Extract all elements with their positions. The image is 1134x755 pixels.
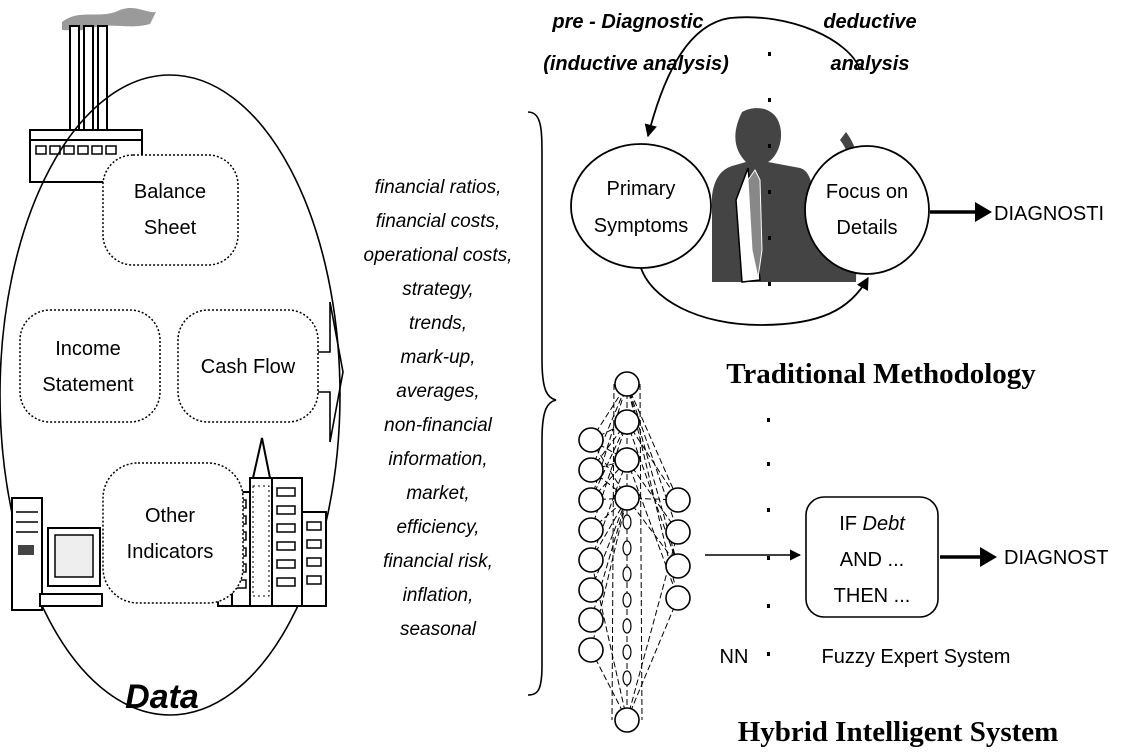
cash-flow-box bbox=[177, 309, 319, 423]
neural-network-icon bbox=[578, 371, 691, 733]
fuzzy-system-label: Fuzzy Expert System bbox=[822, 646, 1011, 668]
deductive-loop-lower bbox=[639, 264, 869, 326]
dotted-separator-bottom bbox=[767, 418, 770, 656]
computer-icon bbox=[11, 497, 103, 611]
rule-and-line: AND ... bbox=[840, 549, 904, 571]
focus-details-label-1: Focus on bbox=[826, 181, 908, 203]
analysis-loop bbox=[644, 16, 861, 138]
list-item: seasonal bbox=[400, 619, 477, 640]
list-item: financial costs, bbox=[376, 211, 501, 232]
financial-items-list: financial ratios, financial costs, opera… bbox=[364, 177, 513, 640]
list-item: averages, bbox=[396, 381, 479, 402]
focus-details-node bbox=[804, 145, 930, 275]
pre-diagnostic-label-1: pre - Diagnostic bbox=[551, 11, 703, 33]
income-statement-box bbox=[19, 309, 161, 423]
list-item: information, bbox=[388, 449, 487, 470]
other-indicators-label-2: Indicators bbox=[127, 541, 214, 563]
hybrid-output-label: DIAGNOST bbox=[1004, 547, 1108, 569]
balance-sheet-box bbox=[102, 154, 239, 266]
income-statement-label-2: Statement bbox=[42, 374, 134, 396]
pre-diagnostic-label-2: (inductive analysis) bbox=[543, 53, 729, 75]
list-item: non-financial bbox=[384, 415, 493, 436]
focus-details-label-2: Details bbox=[836, 217, 897, 239]
cash-flow-label: Cash Flow bbox=[201, 356, 296, 378]
deductive-label-1: deductive bbox=[823, 11, 916, 33]
nn-label: NN bbox=[720, 646, 749, 668]
list-item: trends, bbox=[409, 313, 467, 334]
hybrid-title: Hybrid Intelligent System bbox=[738, 716, 1059, 748]
deductive-label-2: analysis bbox=[831, 53, 910, 75]
data-output-arrow bbox=[318, 301, 344, 443]
fuzzy-rule-box bbox=[805, 496, 939, 618]
list-item: market, bbox=[406, 483, 469, 504]
primary-symptoms-label-1: Primary bbox=[607, 178, 676, 200]
list-item: mark-up, bbox=[401, 347, 476, 368]
data-ellipse bbox=[0, 74, 341, 716]
list-item: strategy, bbox=[402, 279, 473, 300]
traditional-title: Traditional Methodology bbox=[726, 358, 1036, 390]
primary-symptoms-label-2: Symptoms bbox=[594, 215, 688, 237]
other-indicators-box bbox=[102, 462, 244, 604]
list-item: inflation, bbox=[403, 585, 474, 606]
primary-symptoms-node bbox=[570, 143, 712, 269]
rule-then-line: THEN ... bbox=[834, 585, 911, 607]
list-item: financial risk, bbox=[383, 551, 493, 572]
curly-brace bbox=[527, 111, 557, 696]
data-title: Data bbox=[125, 678, 199, 716]
balance-sheet-label-2: Sheet bbox=[144, 217, 197, 239]
traditional-output-label: DIAGNOSTI bbox=[994, 203, 1104, 225]
dotted-separator-top bbox=[768, 52, 771, 286]
list-item: operational costs, bbox=[364, 245, 513, 266]
rule-if-line: IF Debt bbox=[839, 513, 906, 535]
income-statement-label-1: Income bbox=[55, 338, 121, 360]
other-indicators-label-1: Other bbox=[145, 505, 195, 527]
balance-sheet-label-1: Balance bbox=[134, 181, 206, 203]
list-item: financial ratios, bbox=[375, 177, 502, 198]
list-item: efficiency, bbox=[396, 517, 479, 538]
